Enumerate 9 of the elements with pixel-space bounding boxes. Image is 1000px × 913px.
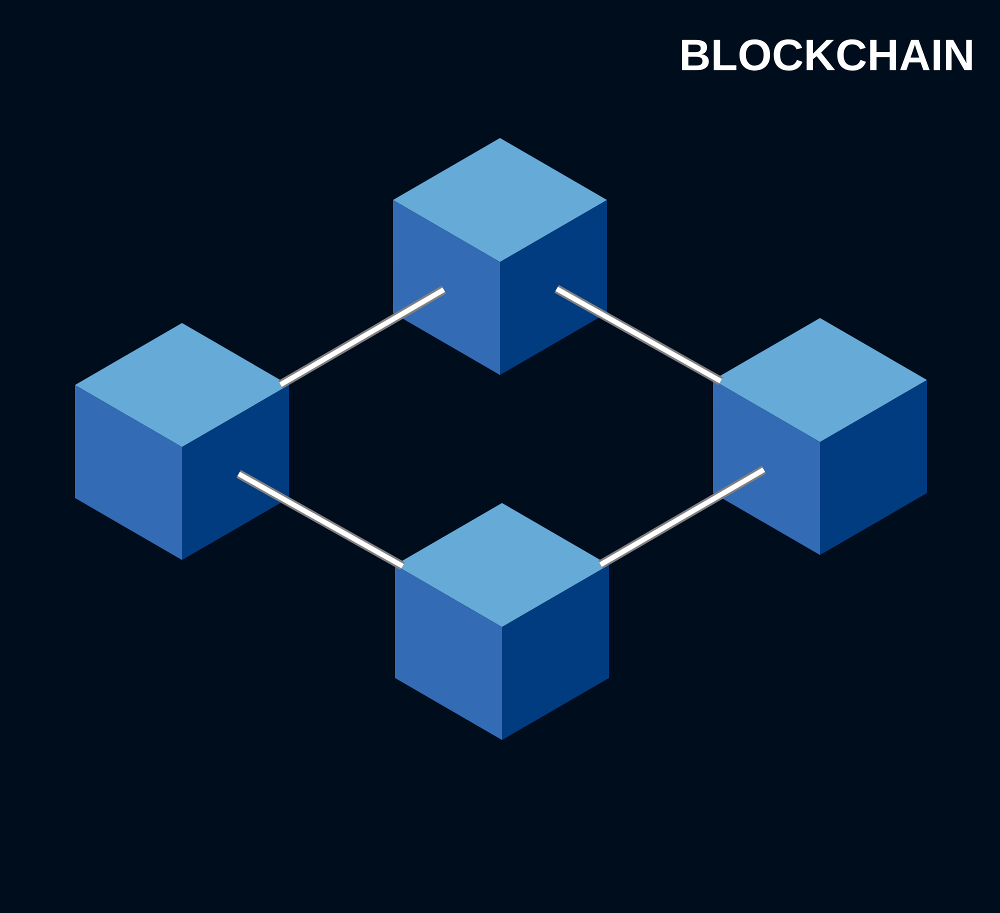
cube <box>713 318 927 555</box>
connector-rod <box>278 286 446 389</box>
connector-rod <box>598 466 766 569</box>
cube <box>393 138 607 375</box>
connector-rod <box>236 470 405 570</box>
title: BLOCKCHAIN <box>682 39 972 71</box>
connector-rod <box>554 284 723 386</box>
cube <box>395 503 609 740</box>
cube <box>75 323 289 560</box>
